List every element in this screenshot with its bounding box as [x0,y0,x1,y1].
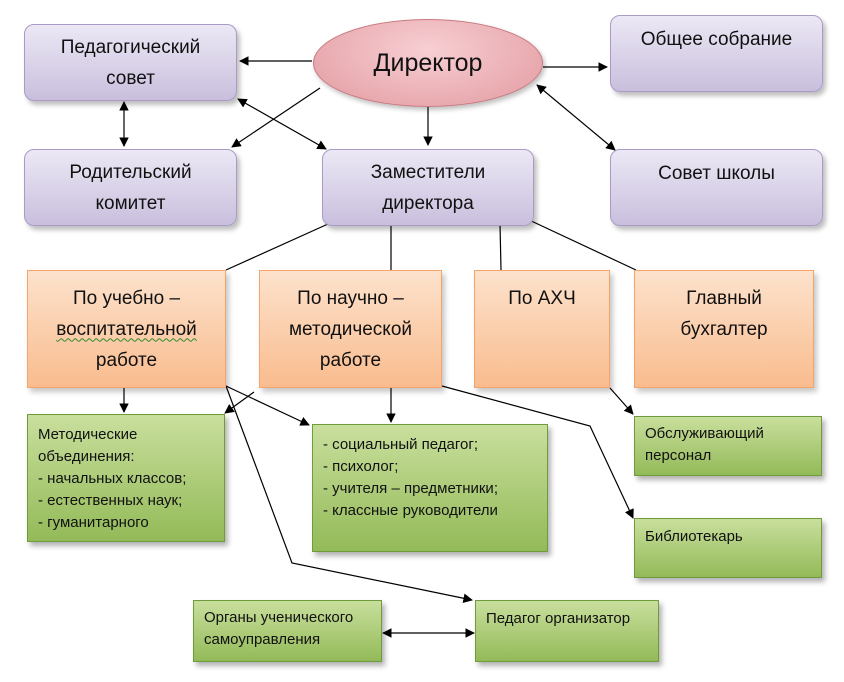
student-government-line-1: Органы ученического [204,609,354,626]
edu-work-line-1: По учебно – [72,287,181,309]
arrow-ahch-to-service-staff [609,387,634,415]
parent-committee-line-2: комитет [95,192,166,214]
arrow-general-meeting-school-council [536,84,616,151]
deputies-line-1: Заместители [370,161,486,183]
ped-council-line-2: совет [106,67,155,89]
arrow-edu-to-organizer [225,385,473,603]
line-deputies-chief-accountant [526,218,637,271]
arrow-edu-to-specialists [225,385,310,426]
deputies-line-2: директора [382,192,474,214]
arrow-ped-council-deputies [237,98,327,150]
edu-work-line-2: воспитательной [56,318,197,340]
chief-accountant-line-1: Главный [686,288,762,309]
method-work-line-1: По научно – [297,287,404,309]
method-work-line-2: методической [288,318,412,340]
chief-accountant-node: Главный бухгалтер [634,270,814,388]
student-government-line-2: самоуправления [204,631,321,648]
ahch-node: По АХЧ [474,270,610,388]
arrow-edu-to-method-associations-2 [224,391,255,414]
method-work-line-3: работе [319,349,382,371]
edu-work-line-3: работе [95,349,158,371]
method-associations-line-3: - начальных классов; [38,470,187,487]
specialists-line-2: - психолог; [323,458,399,475]
line-deputies-edu-work [225,223,329,271]
specialists-line-1: - социальный педагог; [323,436,479,453]
general-meeting-label: Общее собрание [640,29,793,50]
method-associations-node: Методические объединения: - начальных кл… [27,414,225,542]
method-associations-line-1: Методические [38,426,138,443]
specialists-line-3: - учителя – предметники; [323,480,498,497]
specialists-line-4: - классные руководители [323,502,498,519]
parent-committee-line-1: Родительский [69,161,192,183]
service-staff-line-1: Обслуживающий [645,425,764,442]
librarian-label: Библиотекарь [645,528,743,545]
director-label: Директор [373,48,483,77]
edu-work-node: По учебно – воспитательной работе [27,270,226,388]
ahch-label: По АХЧ [508,288,576,309]
method-associations-line-5: - гуманитарного [38,514,149,531]
general-meeting-node: Общее собрание [610,15,823,92]
service-staff-node: Обслуживающий персонал [634,416,822,476]
deputies-node: Заместители директора [322,149,534,226]
director-node: Директор [313,19,543,107]
method-associations-line-2: объединения: [38,448,135,465]
organizer-label: Педагог организатор [486,610,631,627]
librarian-node: Библиотекарь [634,518,822,578]
arrow-method-to-librarian [441,385,634,519]
organizer-node: Педагог организатор [475,600,659,662]
school-council-node: Совет школы [610,149,823,226]
method-associations-line-4: - естественных наук; [38,492,183,509]
method-work-node: По научно – методической работе [259,270,442,388]
ped-council-node: Педагогический совет [24,24,237,101]
arrow-director-to-parent-committee [231,87,321,148]
school-council-label: Совет школы [658,163,775,184]
service-staff-line-2: персонал [645,447,712,464]
student-government-node: Органы ученического самоуправления [193,600,382,662]
line-deputies-ahch [499,223,502,271]
specialists-node: - социальный педагог; - психолог; - учит… [312,424,548,552]
ped-council-line-1: Педагогический [60,36,201,58]
parent-committee-node: Родительский комитет [24,149,237,226]
chief-accountant-line-2: бухгалтер [680,319,768,340]
